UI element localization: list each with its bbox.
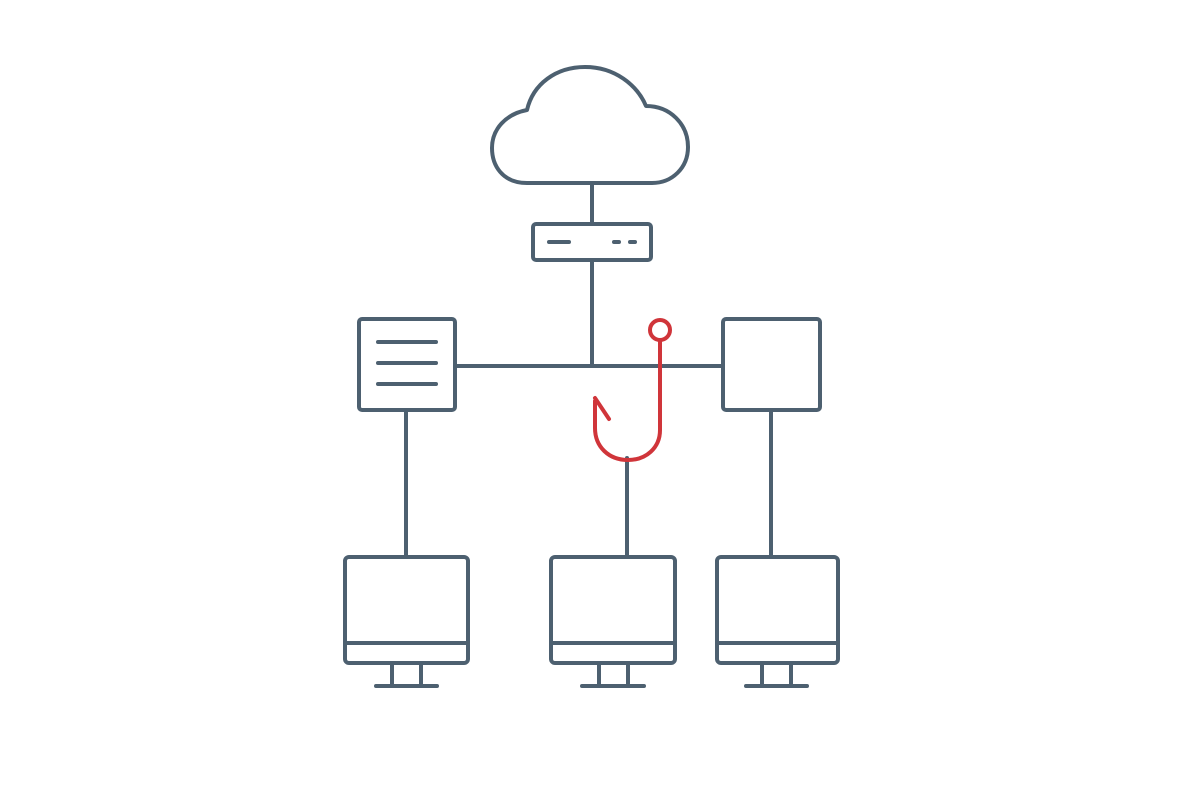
router-icon	[531, 222, 653, 262]
blank-device-icon	[721, 317, 822, 412]
connector-lines	[404, 181, 773, 559]
hook-barb	[593, 396, 611, 421]
hook-shank	[593, 338, 662, 462]
monitor-icon-left	[343, 555, 470, 688]
monitor-icon-center	[549, 555, 677, 688]
phishing-hook-icon	[593, 318, 672, 462]
monitor-icon-right	[715, 555, 840, 688]
document-server-icon	[357, 317, 457, 412]
hook-eye	[648, 318, 672, 342]
cloud-icon	[490, 65, 690, 185]
